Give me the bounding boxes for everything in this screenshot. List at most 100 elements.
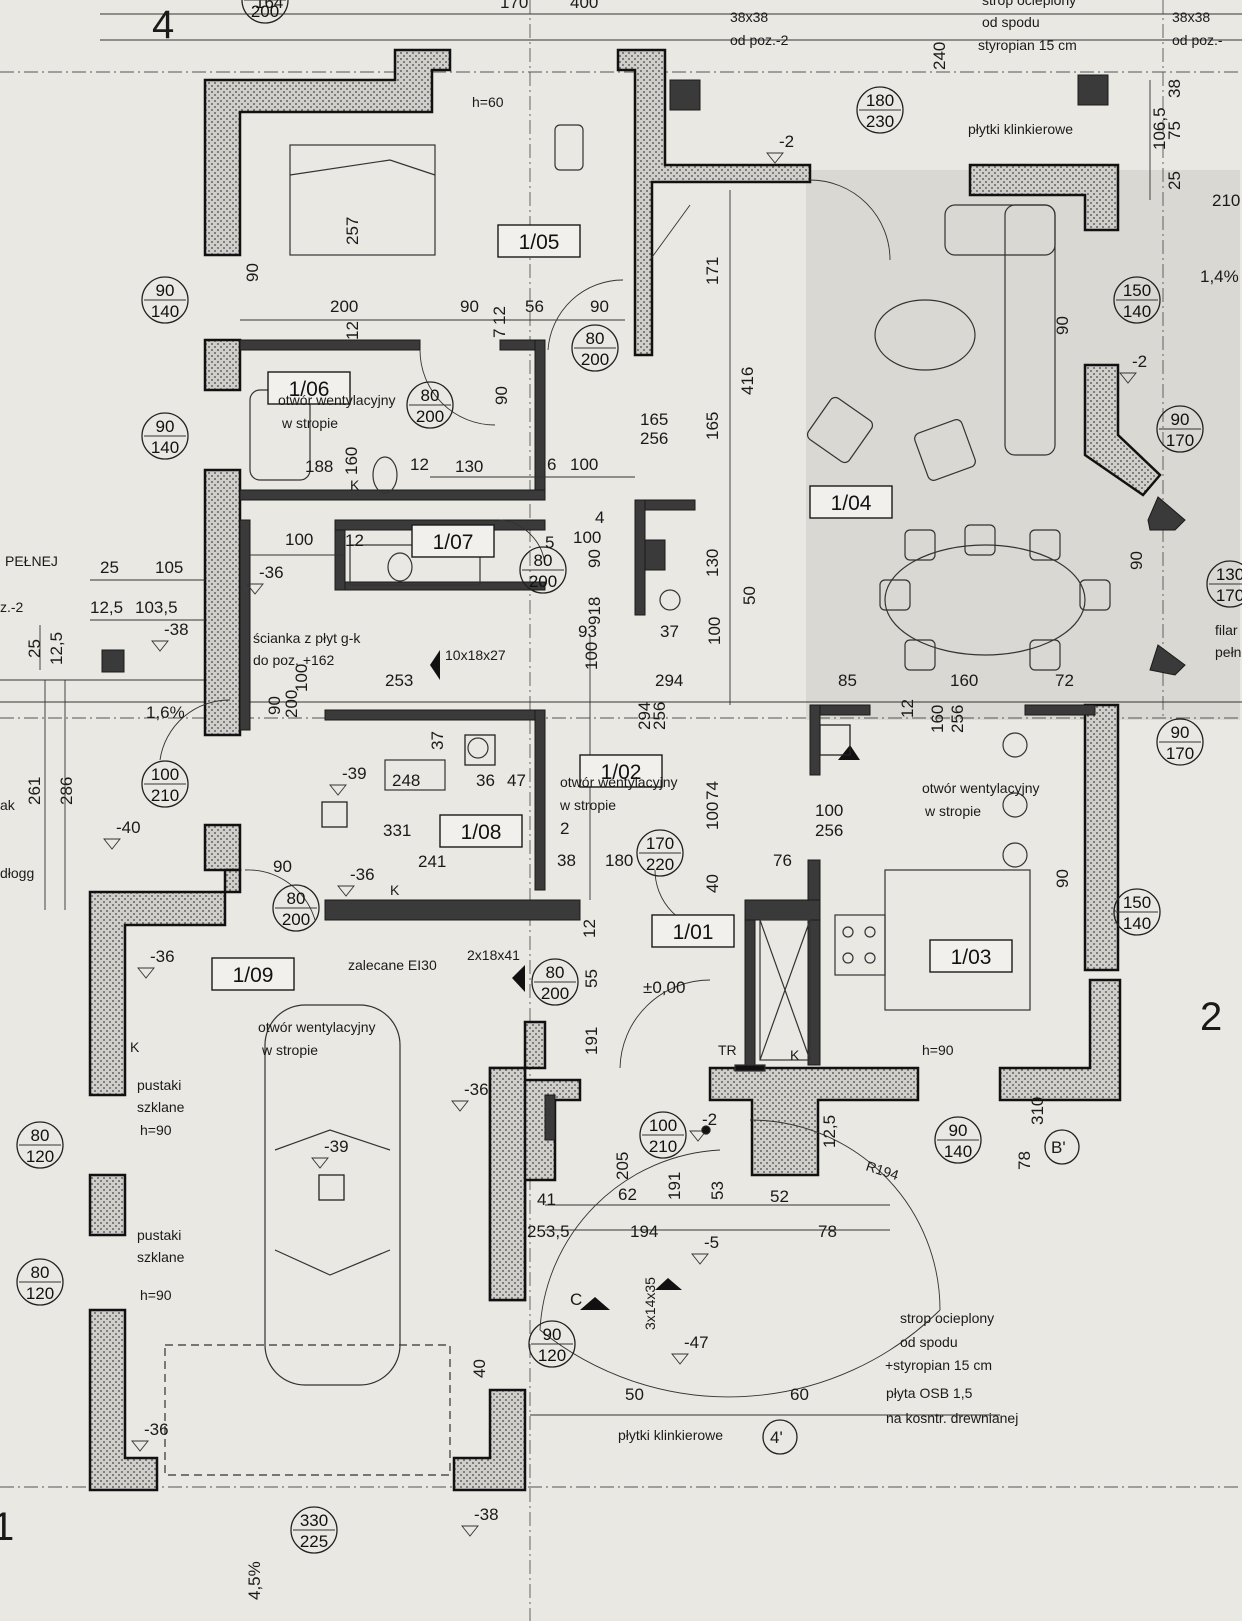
dimension-value: 12,5 [820,1115,839,1148]
dimension-value: 188 [305,457,333,476]
room-box [439,814,523,848]
dimension-value: 25 [1165,171,1184,190]
dimension-value: 248 [392,771,420,790]
opening-markers: 9014090140802008020080200100210802008020… [16,0,1242,1554]
opening-marker [531,958,579,1006]
note-glass-blocks-2: szklane [137,1249,185,1265]
level-value: -38 [474,1505,499,1524]
dimension-value: 6 [547,455,556,474]
note-roof: strop ocieplony [982,0,1076,8]
dimension-value: 90 [590,297,609,316]
opening-height: 200 [282,910,310,929]
dimension-value: 100 [570,455,598,474]
level-value: -36 [350,865,375,884]
note-sill: h=60 [472,94,504,110]
opening-marker [406,381,454,429]
room-box [651,914,735,948]
dimension-value: 90 [1053,869,1072,888]
opening-height: 170 [1166,744,1194,763]
level-triangle-icon [246,583,264,595]
level-value: -2 [779,132,794,151]
washer-icon [384,759,446,791]
dimension-value: 100 [285,530,313,549]
dimension-value: 171 [703,257,722,285]
dimension-value: 52 [770,1187,789,1206]
note-sill: h=90 [922,1042,954,1058]
level-triangle-icon [1119,372,1137,384]
opening-width: 90 [156,417,175,436]
coffee-table-icon [874,299,976,371]
level-markers: -2-2-36-36-36-36-38-38-39-39-40-47-5-2-3… [103,132,1239,1600]
room-box [411,524,495,558]
note-partition-2: do poz. +162 [253,652,335,668]
note-vent: otwór wentylacyjny [560,774,678,790]
dimension-value: 310 [1028,1097,1047,1125]
dimension-value: 12,5 [47,632,66,665]
axis-labels: 4 2 1 4' B' [0,3,1222,1549]
dimension-value: 294 [655,671,683,690]
dimension-value: 256 [815,821,843,840]
dimension-value: 76 [773,851,792,870]
room-box [211,957,295,991]
dimension-value: 55 [582,969,601,988]
opening-height: 120 [26,1284,54,1303]
level-value: -39 [342,764,367,783]
dimension-value: 130 [703,549,722,577]
note-glass-blocks: pustaki [137,1227,181,1243]
opening-height: 140 [1123,914,1151,933]
opening-height: 120 [26,1147,54,1166]
opening-width: 330 [300,1511,328,1530]
opening-marker [639,1111,687,1159]
dimension-value: 90 [492,386,511,405]
room-label: 1/02 [601,761,642,784]
opening-marker [1113,888,1161,936]
room-label: 1/09 [233,964,274,987]
opening-height: 200 [529,572,557,591]
opening-marker [1206,560,1242,608]
room-label: 1/03 [951,946,992,969]
level-value: -40 [116,818,141,837]
dimension-value: 205 [613,1152,632,1180]
dimension-value: 36 [476,771,495,790]
dimension-value: 60 [790,1385,809,1404]
note-column-2: od poz.-2 [730,32,789,48]
note-vent-2: w stropie [559,797,616,813]
dimension-value: 165 [640,410,668,429]
opening-marker [636,829,684,877]
room-box [267,371,351,405]
dimension-value: 12,5 [90,598,123,617]
stool-icon [1002,842,1028,868]
opening-height: 220 [646,855,674,874]
dimension-value: 56 [525,297,544,316]
stair-arrow-icon [430,650,440,680]
dimension-value: 5 [545,533,554,552]
opening-marker [1113,276,1161,324]
opening-width: 100 [151,765,179,784]
axis-label-bp: B' [1051,1138,1066,1157]
opening-height: 140 [1123,302,1151,321]
dimension-value: 261 [25,777,44,805]
dimension-value: 180 [605,851,633,870]
dimension-value: 130 [455,457,483,476]
note-cut: filar [1215,622,1238,638]
dimension-value: 12 [343,321,362,340]
dimension-value: 37 [428,731,447,750]
vent-icon [838,745,860,760]
axis-label-4p: 4' [770,1428,783,1447]
note-vent-2: w stropie [281,415,338,431]
opening-marker [571,324,619,372]
slope-value: 4,5% [245,1561,264,1600]
opening-height: 225 [300,1532,328,1551]
note-full: PEŁNEJ [5,553,58,569]
axis-bubble [762,1419,798,1455]
opening-width: 90 [1171,410,1190,429]
toilet-icon [387,552,413,582]
notes: otwór wentylacyjny w stropie otwór wenty… [0,0,1241,1443]
exterior-walls [88,48,1186,1492]
note-stairs: 10x18x27 [445,647,506,663]
dimension-value: 72 [1055,671,1074,690]
axis-label-2: 2 [1200,995,1222,1039]
dimension-value: 78 [818,1222,837,1241]
room-label: 1/05 [519,231,560,254]
opening-width: 80 [534,551,553,570]
